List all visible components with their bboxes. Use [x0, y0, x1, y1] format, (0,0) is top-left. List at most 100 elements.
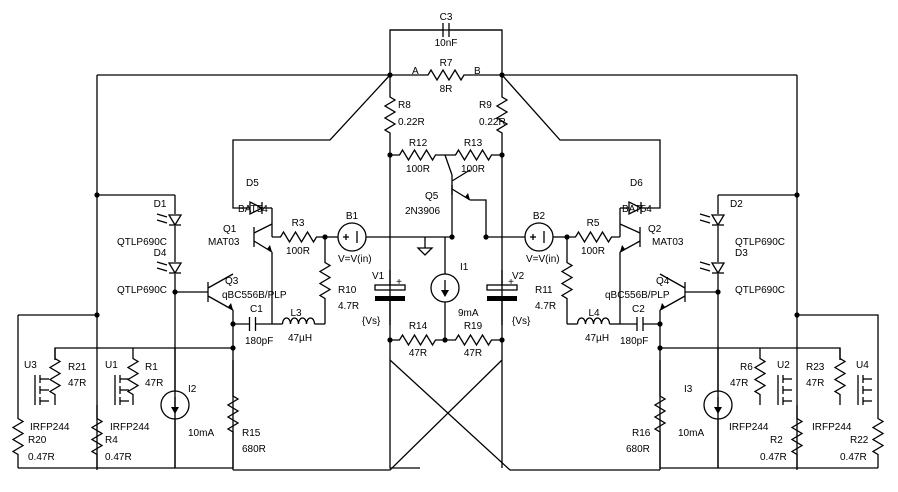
- source-b2: [524, 222, 554, 252]
- label-u4: U4: [856, 360, 869, 371]
- label-r8_val: 0.22R: [398, 117, 425, 128]
- label-c2_val: 180pF: [620, 336, 648, 347]
- label-d2: D2: [730, 199, 743, 210]
- label-r2: R2: [770, 435, 783, 446]
- wire: [660, 347, 841, 360]
- label-q1: Q1: [223, 224, 237, 235]
- label-node_b: B: [474, 66, 481, 77]
- junction-dot: [794, 312, 800, 318]
- label-r14: R14: [409, 321, 428, 332]
- label-r14_val: 47R: [409, 348, 427, 359]
- label-d4_val: QTLP690C: [117, 285, 167, 296]
- label-r16: R16: [632, 428, 651, 439]
- label-r15_val: 680R: [242, 444, 266, 455]
- label-i1_val: 9mA: [458, 308, 479, 319]
- label-r12: R12: [409, 138, 428, 149]
- label-r20_val: 0.47R: [28, 452, 55, 463]
- label-r8: R8: [398, 100, 411, 111]
- transistor-q2: [619, 223, 641, 253]
- label-l3: L3: [290, 308, 302, 319]
- label-r9_val: 0.22R: [479, 117, 506, 128]
- label-r7_val: 8R: [440, 84, 453, 95]
- label-v2_val: {Vs}: [512, 316, 531, 327]
- label-r2_val: 0.47R: [760, 452, 787, 463]
- label-d5: D5: [246, 178, 259, 189]
- mosfet-u1: [114, 375, 129, 405]
- label-q5_val: 2N3906: [405, 206, 440, 217]
- label-u3_val: IRFP244: [30, 422, 70, 433]
- led-d4-light: [156, 261, 168, 272]
- supply-v2: [486, 270, 518, 325]
- junction-dot: [449, 234, 455, 240]
- junction-dot: [657, 345, 663, 351]
- resistor-r15: [226, 360, 240, 468]
- label-r16_val: 680R: [626, 444, 650, 455]
- mosfet-u2: [777, 375, 792, 405]
- label-q4: Q4: [656, 276, 670, 287]
- label-plus: +: [508, 277, 514, 288]
- transistor-q5: [451, 169, 471, 201]
- label-node_a: A: [412, 66, 419, 77]
- label-u3: U3: [24, 360, 37, 371]
- resistor-r2: [790, 405, 804, 468]
- label-r10: R10: [338, 285, 357, 296]
- label-r5_val: 100R: [581, 246, 605, 257]
- wire: [389, 29, 503, 75]
- label-i1: I1: [460, 262, 469, 273]
- label-c2: C2: [632, 304, 645, 315]
- label-i2_val: 10mA: [188, 428, 214, 439]
- label-u1_val: IRFP244: [110, 422, 150, 433]
- wire: [54, 347, 233, 360]
- resistor-r14: [390, 333, 445, 347]
- label-l4: L4: [588, 308, 600, 319]
- mosfet-u4: [857, 375, 872, 405]
- label-d2_val: QTLP690C: [735, 237, 785, 248]
- inductor-l4: [567, 317, 620, 325]
- label-r1: R1: [145, 362, 158, 373]
- label-c3: C3: [440, 12, 453, 23]
- resistor-r23: [833, 348, 847, 405]
- label-i3: I3: [684, 384, 693, 395]
- label-r6: R6: [740, 362, 753, 373]
- resistor-r10: [318, 237, 332, 324]
- wire: [501, 74, 661, 190]
- label-q3_val: qBC556B/PLP: [222, 290, 287, 301]
- label-r19: R19: [464, 321, 483, 332]
- wires: [17, 29, 879, 471]
- label-r12_val: 100R: [406, 164, 430, 175]
- resistor-r3: [272, 230, 325, 244]
- inductor-l3: [272, 317, 325, 325]
- current-source-i2: [160, 348, 190, 468]
- label-d5_val: BAT54: [238, 204, 268, 215]
- resistor-r7: [390, 68, 502, 82]
- mosfet-u3: [34, 375, 49, 405]
- label-u1: U1: [105, 360, 118, 371]
- label-r21: R21: [68, 362, 87, 373]
- label-r13: R13: [464, 138, 483, 149]
- resistor-r6: [753, 348, 767, 405]
- resistor-r12: [390, 148, 445, 162]
- led-d3-light: [699, 261, 711, 272]
- wire: [470, 199, 487, 237]
- label-r11_val: 4.7R: [535, 301, 556, 312]
- resistor-r22: [871, 405, 885, 468]
- wire: [233, 359, 503, 471]
- label-i3_val: 10mA: [678, 428, 704, 439]
- resistor-r11: [560, 237, 574, 324]
- label-b1_val: V=V(in): [338, 254, 372, 265]
- label-r5: R5: [587, 218, 600, 229]
- current-source-i1: [430, 237, 460, 340]
- label-u2_val: IRFP244: [729, 422, 769, 433]
- label-v1: V1: [372, 271, 385, 282]
- label-d6: D6: [630, 178, 643, 189]
- junction-dot: [94, 312, 100, 318]
- capacitor-c2: [620, 317, 660, 331]
- capacitor-c1: [233, 317, 272, 331]
- label-d1_val: QTLP690C: [117, 237, 167, 248]
- label-l3_val: 47µH: [288, 333, 312, 344]
- label-r3: R3: [292, 218, 305, 229]
- wire: [444, 154, 453, 176]
- label-r13_val: 100R: [461, 164, 485, 175]
- label-d3_val: QTLP690C: [735, 285, 785, 296]
